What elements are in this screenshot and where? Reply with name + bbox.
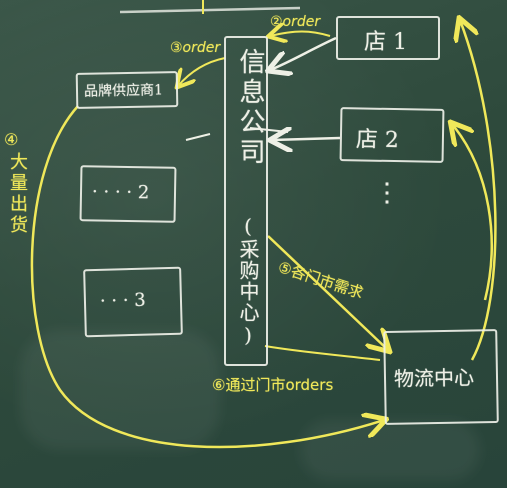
- bulk-shipping-number: ④: [4, 130, 19, 149]
- store-2-label: 店 2: [355, 127, 400, 154]
- store-orders-label: ⑥通过门市orders: [212, 376, 334, 394]
- brand-supplier-box: 品牌供应商1: [75, 71, 179, 109]
- orders-link: [264, 345, 381, 361]
- supplier-2-box: · · · · 2: [79, 165, 177, 223]
- tick-line: [185, 133, 211, 141]
- bulk-shipping-label: 大量出货: [7, 152, 28, 236]
- store1-to-company-arrow: [270, 36, 337, 70]
- bulk-shipping-arrow: [30, 105, 384, 449]
- order-to-brand-arrow: [178, 57, 226, 86]
- brand-supplier-label: 品牌供应商1: [83, 82, 164, 100]
- store-1-box: 店 1: [336, 16, 440, 60]
- logistics-to-store1-arrow: [460, 20, 497, 361]
- tick-line: [249, 127, 289, 133]
- demand-arrow: [267, 235, 388, 350]
- company-box: 信息公司 (采购中心): [224, 36, 268, 366]
- logistics-center-label: 物流中心: [393, 365, 475, 391]
- order-from-stores-label: ②order: [270, 14, 321, 30]
- order-to-brand-label: ③order: [170, 40, 221, 56]
- supplier-2-label: · · · · 2: [91, 181, 150, 204]
- logistics-to-store2-arrow: [452, 124, 493, 301]
- store-ellipsis: ⋮: [374, 178, 400, 208]
- supplier-3-box: · · · 3: [83, 266, 183, 338]
- store-1-label: 店 1: [364, 30, 407, 55]
- store2-to-company-arrow: [272, 138, 341, 140]
- supplier-3-label: · · · 3: [99, 289, 147, 312]
- chalk-smudge: [20, 330, 220, 450]
- logistics-center-box: 物流中心: [383, 329, 499, 425]
- order-from-stores-arrow: [270, 32, 331, 37]
- partial-line: [119, 6, 301, 14]
- company-note: (采购中心): [236, 214, 260, 348]
- company-label: 信息公司: [235, 48, 265, 168]
- store-2-box: 店 2: [339, 107, 445, 163]
